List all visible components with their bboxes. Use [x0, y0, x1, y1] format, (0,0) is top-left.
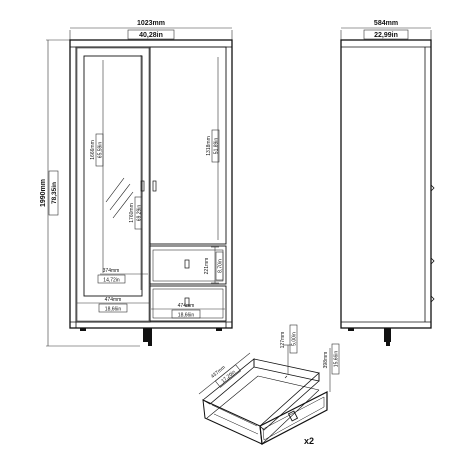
drawer-detail-handle-icon: [287, 410, 299, 422]
height-dimension: 1990mm 78,35in: [40, 39, 140, 347]
door-opening-height-mm-label: 1760mm: [129, 203, 135, 222]
door-opening-height-dimension: 1760mm 69,29in: [129, 55, 143, 290]
inner-width-left-mm-label: 474mm: [105, 297, 122, 303]
right-compartment-height-mm-label: 1318mm: [206, 136, 212, 155]
drawer-detail-depth-dimension: 437mm 17,20in: [198, 352, 251, 395]
side-handle-icon: [430, 184, 435, 303]
drawer-quantity-label: x2: [304, 436, 314, 446]
inner-width-right-dimension: 474mm 18,66in: [151, 303, 225, 319]
mirror-panel: [83, 55, 143, 297]
front-view: 1023mm 40,28in 1990mm 78,35in: [40, 20, 233, 347]
drawer-handle-icon: [184, 259, 190, 269]
width-in-label: 40,28in: [139, 32, 163, 39]
drawer-detail-width-in-label: 15,66in: [334, 351, 340, 368]
width-dimension: 1023mm 40,28in: [69, 20, 233, 45]
inner-width-right-in-label: 18,66in: [178, 313, 195, 319]
mirror-height-in-label: 65,59in: [98, 142, 104, 159]
shelf-width-dimension: 374mm 14,72in: [97, 268, 148, 284]
wardrobe-body: [69, 39, 233, 329]
drawer-handle-icon: [184, 297, 190, 307]
drawer-detail-height-mm-label: 127mm: [280, 332, 286, 349]
drawer-height-dimension: 221mm 8,70in: [204, 246, 224, 284]
depth-dimension: 584mm 22,99in: [340, 20, 432, 45]
inner-width-left-in-label: 18,66in: [105, 307, 122, 313]
mirror-height-mm-label: 1666mm: [90, 140, 96, 159]
door-knob-icon: [140, 180, 157, 192]
inner-width-right-mm-label: 474mm: [178, 303, 195, 309]
side-view: 584mm 22,99in: [340, 20, 435, 346]
drawer-detail-height-in-label: 5,00in: [292, 332, 298, 346]
drawer-detail-width-dimension: 398mm 15,66in: [323, 343, 340, 392]
drawer-detail: 127mm 5,00in 437mm 17,20in 398mm 15,66in…: [198, 324, 340, 446]
mirror-height-dimension: 1666mm 65,59in: [90, 60, 104, 273]
shelf-width-in-label: 14,72in: [103, 278, 120, 284]
wardrobe-feet: [80, 328, 222, 346]
shelf-width-mm-label: 374mm: [103, 268, 120, 274]
depth-mm-label: 584mm: [374, 20, 398, 27]
right-compartment-height-in-label: 51,89in: [214, 138, 220, 155]
right-compartment-height-dimension: 1318mm 51,89in: [206, 57, 220, 240]
inner-width-left-dimension: 474mm 18,66in: [77, 297, 149, 313]
width-mm-label: 1023mm: [137, 20, 165, 27]
depth-in-label: 22,99in: [374, 32, 398, 39]
height-mm-label: 1990mm: [40, 179, 47, 207]
height-in-label: 78,35in: [51, 182, 58, 204]
drawer-detail-height-dimension: 127mm 5,00in: [280, 324, 298, 374]
drawer-detail-width-mm-label: 398mm: [323, 352, 329, 369]
drawer-height-in-label: 8,70in: [218, 259, 224, 273]
drawer-height-mm-label: 221mm: [204, 258, 210, 275]
door-opening-height-in-label: 69,29in: [137, 205, 143, 222]
